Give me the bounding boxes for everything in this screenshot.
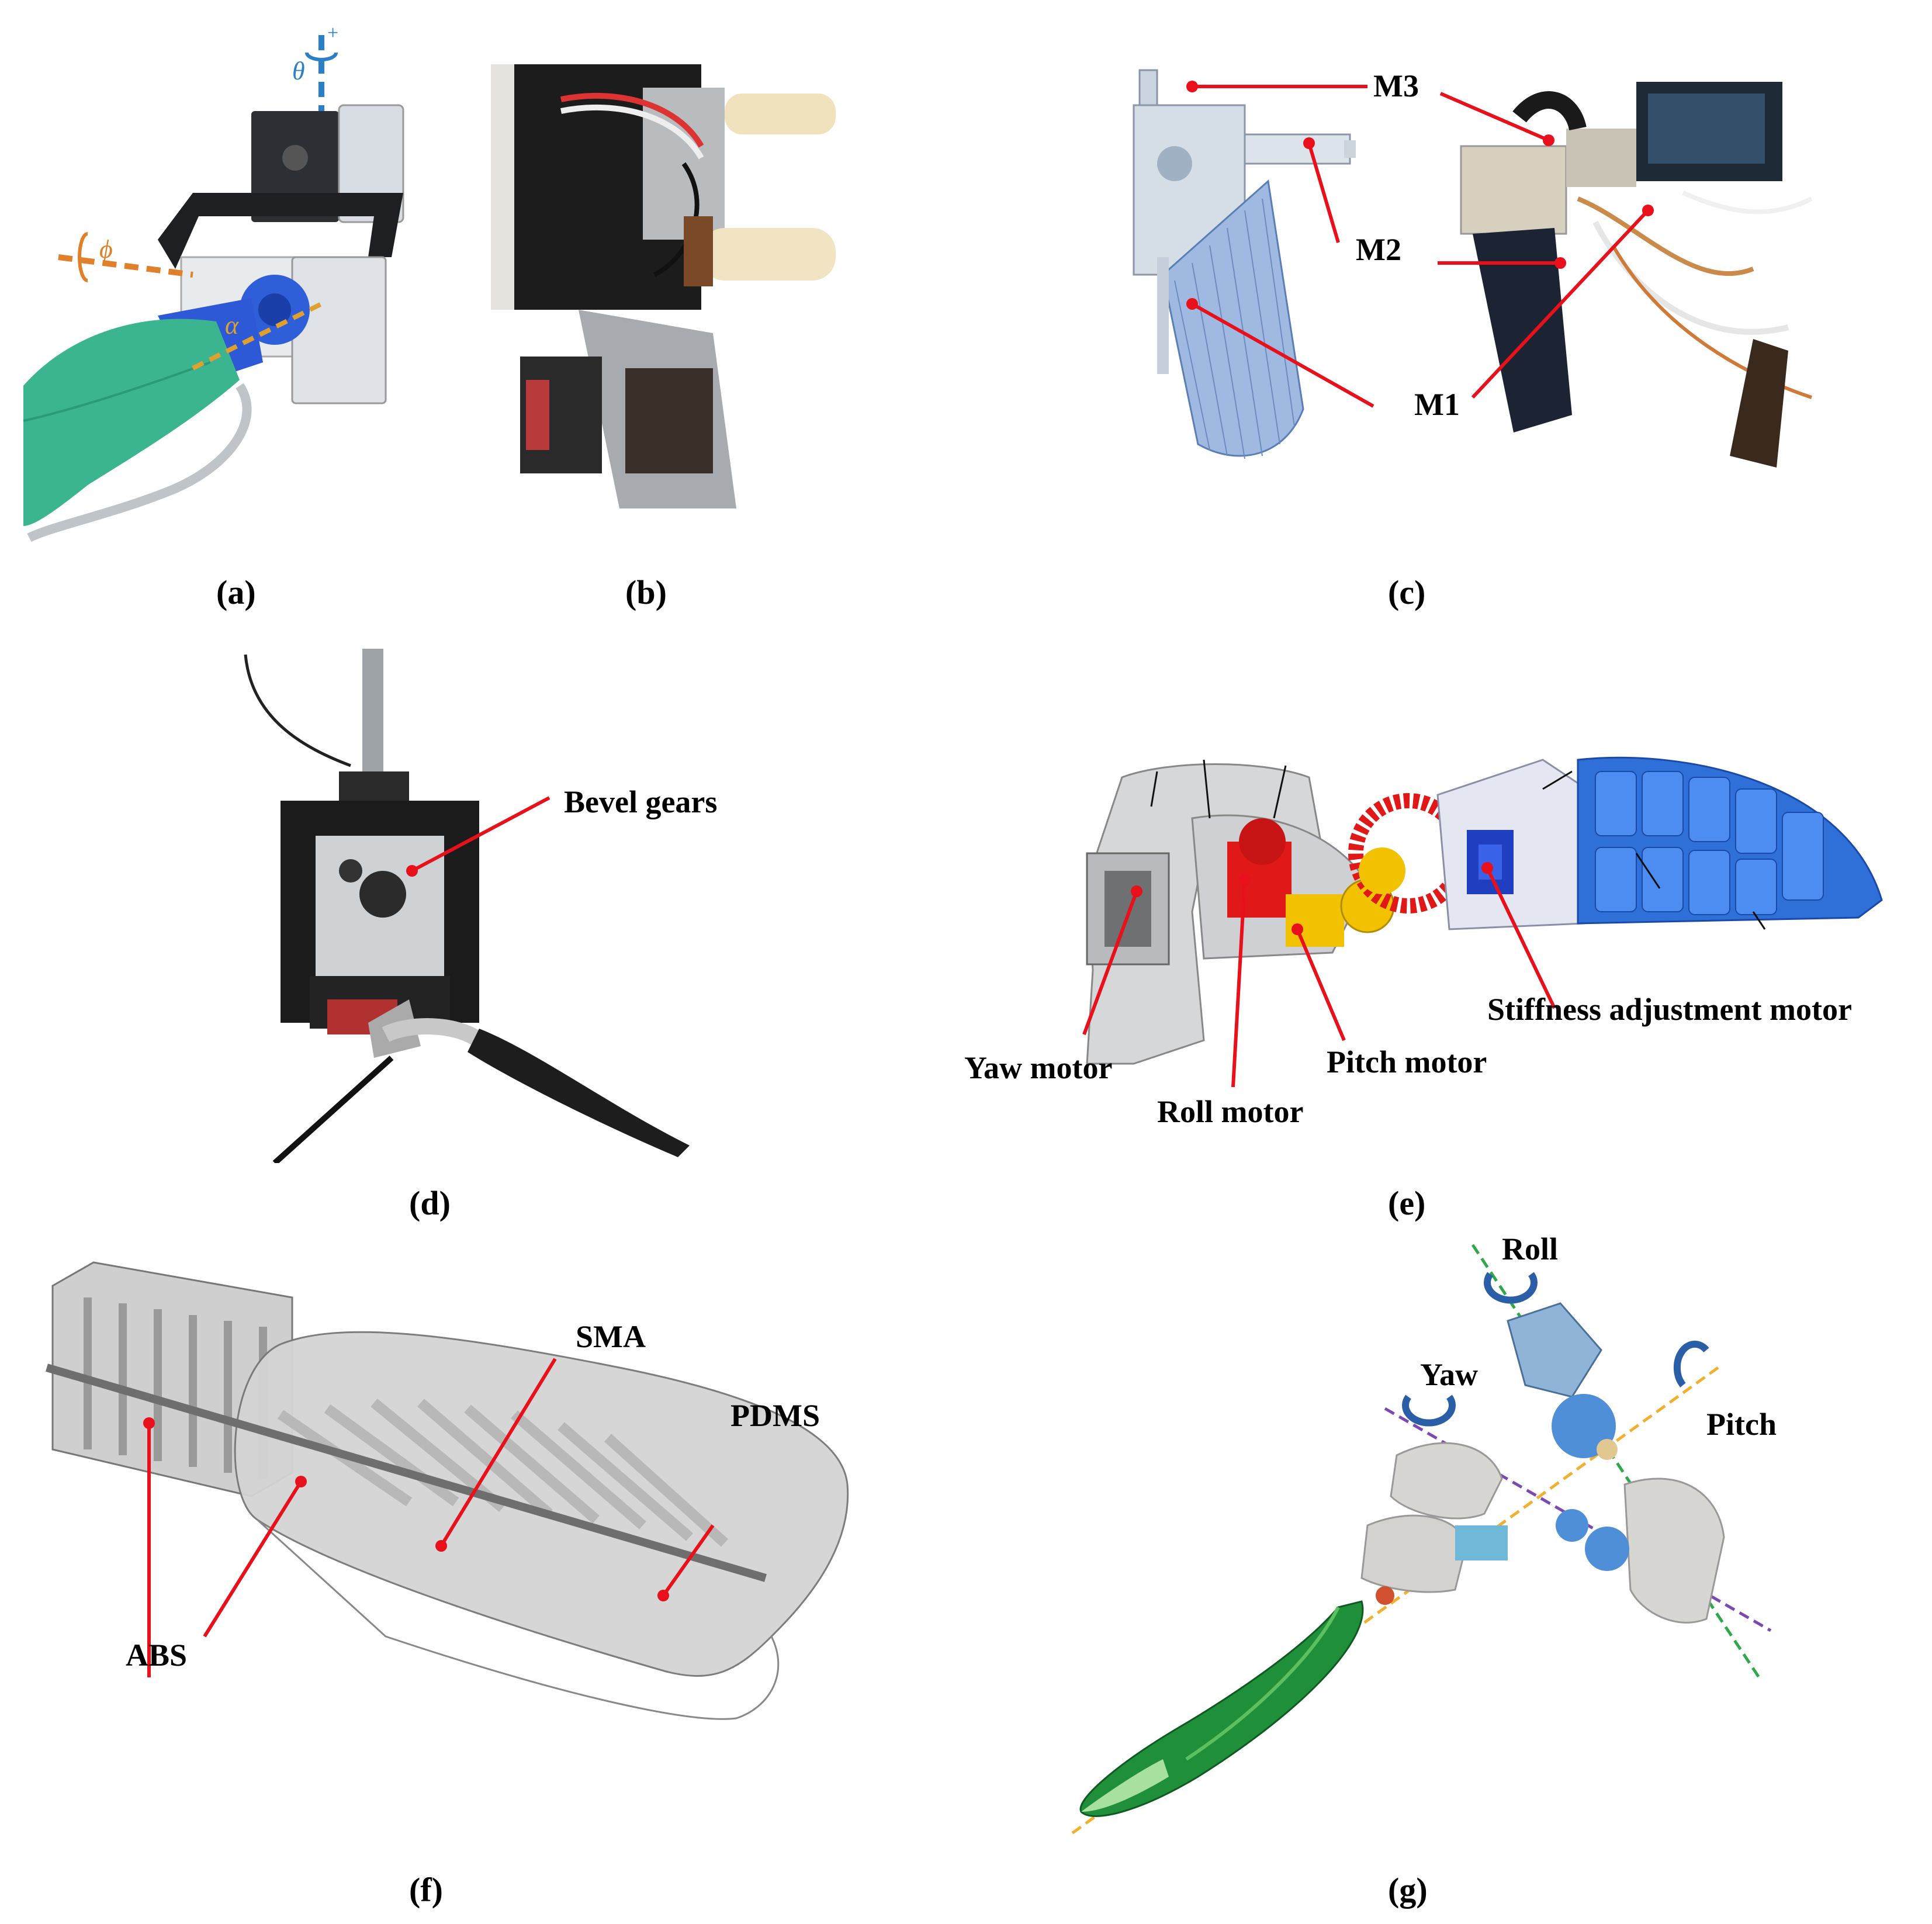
panel-f-illustration xyxy=(46,1261,849,1720)
panel-c-illustration xyxy=(1133,69,1813,468)
label-bevel-gears: Bevel gears xyxy=(564,784,718,819)
panel-b-photo xyxy=(491,64,836,508)
label-m3: M3 xyxy=(1373,68,1419,103)
label-abs: ABS xyxy=(126,1638,188,1673)
panel-a-illustration xyxy=(23,35,404,542)
panel-d: Bevel gears xyxy=(234,649,818,1163)
label-m2: M2 xyxy=(1356,232,1401,267)
panel-e-illustration xyxy=(1082,756,1883,1088)
label-yaw-motor: Yaw motor xyxy=(964,1050,1113,1085)
alpha-symbol: α xyxy=(225,311,239,340)
label-pitch-motor: Pitch motor xyxy=(1327,1044,1487,1079)
label-roll: Roll xyxy=(1502,1231,1559,1266)
label-pitch: Pitch xyxy=(1706,1407,1777,1442)
panel-b xyxy=(491,64,842,520)
caption-g: (g) xyxy=(1388,1871,1428,1909)
caption-f: (f) xyxy=(409,1871,443,1909)
caption-a: (a) xyxy=(216,573,256,611)
caption-d: (d) xyxy=(409,1184,451,1222)
panel-f: SMA PDMS ABS xyxy=(35,1251,877,1753)
plus-symbol: + xyxy=(327,22,339,44)
label-pdms: PDMS xyxy=(730,1398,820,1433)
label-stiffness-motor: Stiffness adjustment motor xyxy=(1487,992,1852,1027)
label-roll-motor: Roll motor xyxy=(1157,1094,1304,1129)
theta-symbol: θ xyxy=(292,57,305,85)
panel-a: θ + ϕ α xyxy=(18,12,462,549)
panel-c: M3 M2 M1 xyxy=(1110,47,1835,503)
label-m1: M1 xyxy=(1414,387,1460,422)
caption-b: (b) xyxy=(625,573,667,611)
panel-g: Roll Yaw Pitch xyxy=(1046,1233,1806,1847)
label-yaw: Yaw xyxy=(1420,1357,1479,1392)
panel-g-illustration xyxy=(1068,1244,1772,1837)
panel-d-photo xyxy=(244,649,690,1163)
panel-e: Yaw motor Roll motor Pitch motor Stiffne… xyxy=(958,736,1932,1146)
phi-symbol: ϕ xyxy=(99,235,113,264)
caption-e: (e) xyxy=(1388,1184,1426,1222)
label-sma: SMA xyxy=(576,1319,646,1354)
caption-c: (c) xyxy=(1388,573,1426,611)
